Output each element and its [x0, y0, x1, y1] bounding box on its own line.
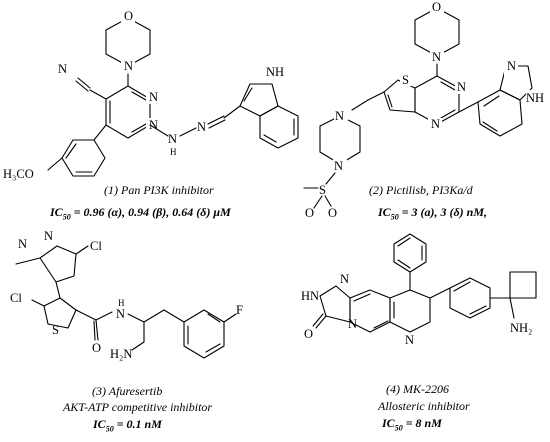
compound-1-ic50: IC50 = 0.96 (α), 0.94 (β), 0.64 (δ) μM [50, 205, 231, 224]
atom-n-pyrazole-3b: N [44, 229, 53, 243]
compound-2-ic50-label: IC [378, 205, 391, 219]
cyclobutane-ring-4 [509, 271, 537, 299]
compound-4-caption: (4) MK-2206 [386, 382, 449, 396]
compound-4-ic50-value: = 8 nM [405, 416, 442, 430]
compound-2-ic50-sub: 50 [390, 212, 399, 222]
atom-nh2-4: NH₂ [510, 321, 532, 335]
pyrazole-ring-3 [39, 245, 77, 283]
atom-methoxy-1: H₃CO [3, 167, 34, 181]
atom-n-pyrimidine-2b: N [431, 117, 440, 131]
triazole-ring-4 [319, 285, 351, 323]
compound-3-ic50-value: = 0.1 nM [116, 417, 162, 431]
atom-h-amide-3: H [118, 298, 125, 308]
atom-o-sulfonyl-2b: O [305, 206, 314, 220]
compound-3-name: Afuresertib [108, 384, 163, 398]
atom-n-pyrazole-3a: N [18, 237, 27, 251]
benzo-ring-2 [477, 89, 523, 137]
atom-n-triazole-4b: N [348, 317, 357, 331]
atom-n-piperazine-2b: N [334, 159, 343, 173]
atom-cl-pyrazole-3: Cl [90, 239, 102, 253]
phenyl-ring-1 [61, 139, 106, 177]
compound-4-number: (4) [386, 382, 400, 396]
compound-4-name: MK-2206 [403, 382, 449, 396]
atom-n-piperazine-2a: N [335, 109, 344, 123]
atom-nh-indole-1: NH [266, 65, 284, 79]
compound-2-ic50-value: = 3 (a), 3 (δ) nM, [401, 205, 487, 219]
atom-s-sulfonyl-2: S [319, 183, 326, 197]
compound-3-ic50-label: IC [93, 417, 106, 431]
atom-nh-indazole-2: NH [526, 91, 544, 105]
phenyl-top-ring-4 [393, 233, 427, 273]
atom-n-amide-3: N [116, 307, 125, 321]
compound-1-structure: O N N N N H₃CO N H N [3, 9, 299, 181]
benzo-ring-1 [259, 105, 299, 149]
atom-n-morpholine-2: N [432, 50, 441, 64]
compound-2-caption: (2) Pictilisb, PI3Ka/d [369, 183, 473, 197]
morpholine-ring-2 [414, 7, 460, 57]
atom-o-morpholine-1: O [124, 9, 133, 23]
atom-o-morpholine-2: O [432, 0, 441, 14]
compound-1-ic50-value: = 0.96 (α), 0.94 (β), 0.64 (δ) μM [73, 205, 231, 219]
compound-1-caption: (1) Pan PI3K inhibitor [104, 183, 214, 197]
pyridine-ring-4b [389, 289, 431, 333]
compound-4-ic50: IC50 = 8 nM [382, 416, 442, 435]
atom-s-thiophene-3: S [52, 323, 59, 337]
fluorophenyl-ring-3 [183, 309, 225, 359]
atom-n-indazole-2: N [507, 59, 516, 73]
compound-4-ic50-sub: 50 [394, 423, 403, 433]
compound-3-caption: (3) Afuresertib [92, 384, 162, 398]
atom-nh2-3: H₂N [110, 347, 132, 361]
atom-n-pyrimidine-1b: N [149, 118, 158, 132]
atom-n-nitrile-1: N [58, 62, 67, 76]
compound-1-number: (1) [104, 183, 118, 197]
atom-o-triazole-4: O [304, 327, 313, 341]
compound-2-structure: O N N N S N N S O O N [303, 0, 550, 220]
atom-n-hydrazone-2: N [197, 120, 206, 134]
atom-n-naphthyridine-4: N [405, 333, 414, 347]
compound-1-ic50-sub: 50 [62, 212, 71, 222]
compound-2-ic50: IC50 = 3 (a), 3 (δ) nM, [378, 205, 487, 224]
compound-3-number: (3) [92, 384, 106, 398]
piperazine-ring-2 [319, 115, 361, 165]
compound-4-subtitle: Allosteric inhibitor [378, 399, 470, 413]
compound-3-ic50-sub: 50 [105, 424, 114, 434]
compound-3-ic50: IC50 = 0.1 nM [93, 417, 162, 436]
pyrimidine-ring-1 [105, 85, 151, 139]
compound-3-subtitle: AKT-ATP competitive inhibitor [63, 400, 213, 414]
compound-4-structure: N N HN N O NH₂ [301, 233, 537, 347]
atom-o-amide-3: O [92, 341, 101, 355]
atom-h-hydrazone-1: H [170, 147, 177, 157]
compound-1-name: Pan PI3K inhibitor [121, 183, 214, 197]
pyrrole-ring-1 [239, 83, 279, 117]
atom-n-pyrimidine-1a: N [149, 90, 158, 104]
atom-n-triazole-4a: N [340, 272, 349, 286]
atom-n-pyrimidine-2a: N [457, 80, 466, 94]
atom-o-sulfonyl-2a: O [328, 206, 337, 220]
atom-f-3: F [236, 303, 243, 317]
compound-4-ic50-label: IC [382, 416, 395, 430]
compound-2-number: (2) [369, 183, 383, 197]
atom-n-morpholine-1: N [124, 59, 133, 73]
compound-2-name: Pictilisb, PI3Ka/d [386, 183, 473, 197]
atom-hn-triazole-4: HN [301, 289, 319, 303]
atom-s-thiophene-2: S [402, 73, 409, 87]
compound-3-structure: N N Cl S Cl O N H H₂N F [10, 229, 243, 361]
atom-n-hydrazone-1: N [168, 132, 177, 146]
compound-1-ic50-label: IC [50, 205, 63, 219]
atom-cl-thiophene-3: Cl [10, 291, 22, 305]
thiophene-ring-3 [43, 297, 77, 329]
phenylene-ring-4 [449, 277, 491, 319]
